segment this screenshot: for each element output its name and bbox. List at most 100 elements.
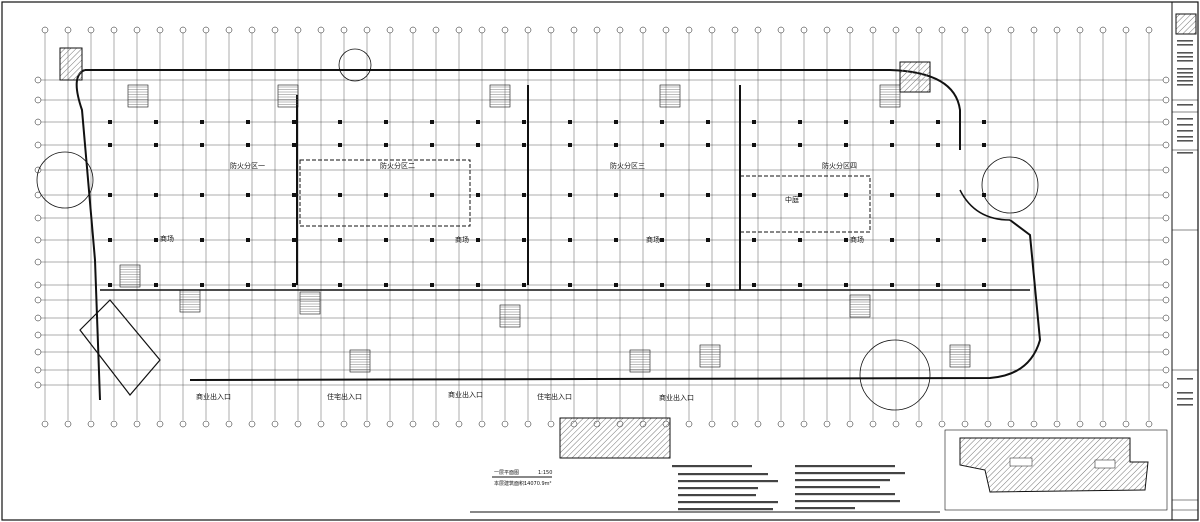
grid-bubble [1162,96,1170,104]
grid-bubble [317,420,325,428]
grid-bubble [1030,26,1038,34]
note-line [672,465,752,468]
title-block-text [1177,124,1193,126]
column [200,283,204,287]
title-block-text [1177,136,1193,138]
grid-bubble [593,26,601,34]
grid-bubble [1053,420,1061,428]
grid-bubble [1162,141,1170,149]
area-label: 本层建筑面积: [494,480,526,487]
column [844,193,848,197]
title-block-text [1177,140,1193,142]
grid-bubble [961,420,969,428]
grid-bubble [731,26,739,34]
column [798,238,802,242]
column [522,193,526,197]
column [890,193,894,197]
grid-bubble [892,26,900,34]
key-plan [944,429,1168,511]
column [614,283,618,287]
note-line [678,473,768,476]
grid-bubble [34,96,42,104]
entrance-label: 住宅出入口 [327,392,362,401]
title-block-text [1177,404,1193,406]
grid-bubble [570,26,578,34]
column [292,193,296,197]
title-block-text [1177,52,1193,54]
column [752,193,756,197]
grid-bubble [938,420,946,428]
column [200,120,204,124]
grid-bubble [34,296,42,304]
detail-circle [859,339,931,411]
grid-bubble [1162,381,1170,389]
stair [879,84,901,108]
column [568,193,572,197]
note-line [678,501,778,504]
entrance-label: 商业出入口 [196,392,231,401]
grid-bubble [961,26,969,34]
stair [849,294,871,318]
column [338,193,342,197]
column [752,120,756,124]
column [614,193,618,197]
stair [349,349,371,373]
grid-bubble [800,26,808,34]
grid-bubble [133,420,141,428]
column [384,193,388,197]
column [568,143,572,147]
grid-bubble [34,258,42,266]
column [154,143,158,147]
grid-bubble [386,26,394,34]
column [936,193,940,197]
title-underline [492,476,552,478]
grid-bubble [1162,281,1170,289]
column [890,283,894,287]
column [476,193,480,197]
grid-bubble [271,26,279,34]
column [246,143,250,147]
column [844,143,848,147]
grid-bubble [1162,348,1170,356]
grid-bubble [1145,26,1153,34]
column [568,120,572,124]
grid-bubble [248,26,256,34]
stair [489,84,511,108]
column [292,143,296,147]
room-label: 商场 [160,234,174,243]
grid-bubble [41,420,49,428]
grid-bubble [662,26,670,34]
detail-circle [338,48,372,82]
column [200,238,204,242]
column [108,120,112,124]
column [430,283,434,287]
stair [659,84,681,108]
grid-bubble [1162,296,1170,304]
column [982,120,986,124]
grid-bubble [1122,26,1130,34]
grid-bubble [869,26,877,34]
grid-bubble [87,26,95,34]
grid-bubble [87,420,95,428]
column [292,120,296,124]
design-notes [672,465,905,511]
grid-bubble [294,420,302,428]
grid-bubble [478,26,486,34]
note-line [678,508,773,511]
column [154,283,158,287]
grid-bubble [915,26,923,34]
grid-bubble [110,26,118,34]
stair [277,84,299,108]
column [292,238,296,242]
column [108,143,112,147]
grid-bubble [225,420,233,428]
grid-bubble [1122,420,1130,428]
grid-bubble [1162,118,1170,126]
column [844,238,848,242]
column [384,238,388,242]
grid-bubble [340,26,348,34]
column [982,143,986,147]
column [752,283,756,287]
title-block-text [1177,80,1193,82]
column [706,120,710,124]
